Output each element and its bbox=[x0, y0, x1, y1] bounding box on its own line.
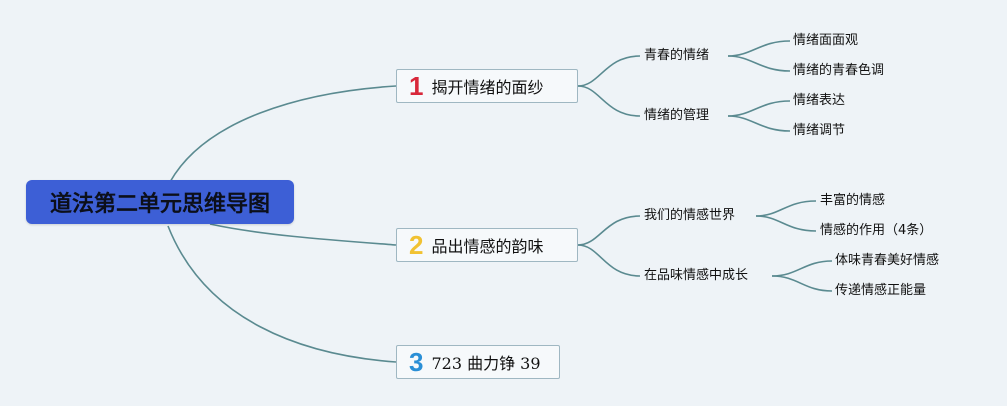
leaf-b2-1-1[interactable]: 丰富的情感 bbox=[820, 193, 886, 208]
subtopic-b2-1[interactable]: 我们的情感世界 bbox=[644, 208, 736, 223]
branch-1[interactable]: 1 揭开情绪的面纱 bbox=[396, 69, 578, 103]
connector-root-branch3 bbox=[167, 225, 397, 363]
connector-b1s2-leaf2 bbox=[727, 115, 791, 132]
branch-2-label: 品出情感的韵味 bbox=[431, 237, 544, 256]
root-topic-title: 道法第二单元思维导图 bbox=[49, 192, 270, 217]
leaf-b2-1-2[interactable]: 情感的作用（4条） bbox=[820, 223, 933, 238]
connector-root-branch1 bbox=[169, 85, 397, 183]
branch-2[interactable]: 2 品出情感的韵味 bbox=[396, 228, 578, 262]
subtopic-b2-2[interactable]: 在品味情感中成长 bbox=[644, 268, 749, 283]
connector-b1-sub1 bbox=[577, 55, 641, 87]
connector-b1s2-leaf1 bbox=[727, 100, 791, 117]
subtopic-b1-1[interactable]: 青春的情绪 bbox=[644, 48, 710, 63]
connector-b1-sub2 bbox=[577, 85, 641, 117]
root-topic[interactable]: 道法第二单元思维导图 bbox=[26, 180, 294, 224]
connector-b2-sub1 bbox=[577, 215, 641, 246]
leaf-b2-2-2[interactable]: 传递情感正能量 bbox=[835, 283, 927, 298]
leaf-b1-1-2[interactable]: 情绪的青春色调 bbox=[793, 63, 885, 78]
connector-b2s2-leaf2 bbox=[771, 275, 833, 292]
branch-1-label: 揭开情绪的面纱 bbox=[431, 78, 544, 97]
connector-b2s2-leaf1 bbox=[771, 260, 833, 277]
branch-3-number: 3 bbox=[409, 347, 424, 377]
leaf-b2-2-1[interactable]: 体味青春美好情感 bbox=[835, 253, 940, 268]
leaf-b1-2-1[interactable]: 情绪表达 bbox=[793, 93, 846, 108]
branch-1-number: 1 bbox=[409, 71, 424, 101]
connector-b2s1-leaf1 bbox=[755, 200, 817, 217]
connector-b1s1-leaf2 bbox=[727, 55, 791, 72]
branch-3-label: 723 曲力铮 39 bbox=[431, 354, 541, 373]
branch-2-number: 2 bbox=[409, 230, 424, 260]
leaf-b1-2-2[interactable]: 情绪调节 bbox=[793, 123, 846, 138]
subtopic-b1-2[interactable]: 情绪的管理 bbox=[644, 108, 710, 123]
connector-b2s1-leaf2 bbox=[755, 215, 817, 232]
leaf-b1-1-1[interactable]: 情绪面面观 bbox=[793, 33, 859, 48]
connector-b1s1-leaf1 bbox=[727, 40, 791, 57]
connector-b2-sub2 bbox=[577, 244, 641, 277]
branch-3[interactable]: 3 723 曲力铮 39 bbox=[396, 345, 560, 379]
connector-root-branch2 bbox=[209, 223, 397, 246]
